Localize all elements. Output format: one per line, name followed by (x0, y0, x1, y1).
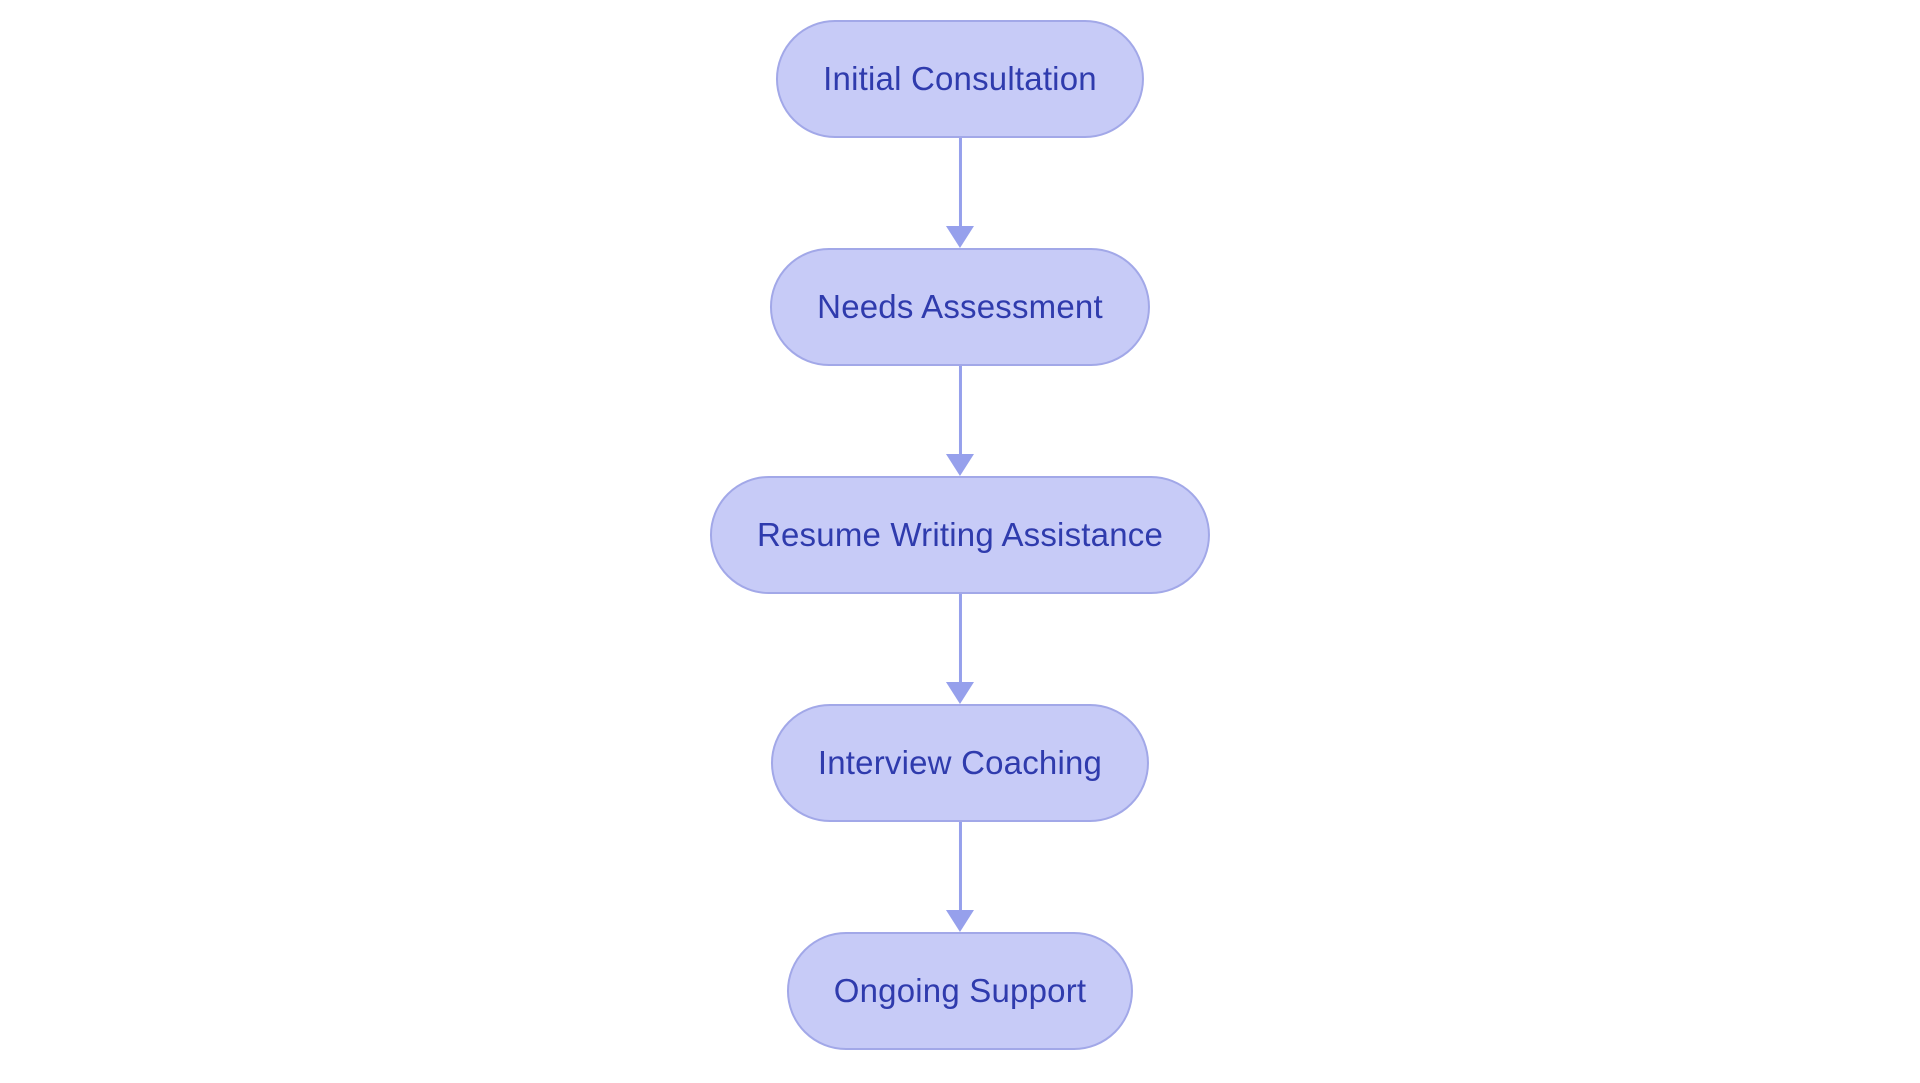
flow-node-resume-writing-assistance: Resume Writing Assistance (709, 476, 1211, 594)
flow-node-label: Needs Assessment (817, 288, 1103, 325)
arrow-down-icon (945, 822, 975, 932)
arrowhead-icon (945, 226, 974, 248)
arrow-down-icon (945, 138, 975, 248)
arrow-shaft (958, 822, 962, 911)
flow-node-needs-assessment: Needs Assessment (770, 248, 1150, 366)
arrowhead-icon (945, 454, 974, 476)
flow-node-ongoing-support: Ongoing Support (786, 932, 1134, 1050)
flow-node-label: Resume Writing Assistance (756, 516, 1164, 553)
flow-node-label: Initial Consultation (823, 60, 1097, 97)
arrow-shaft (958, 594, 962, 683)
arrow-shaft (958, 138, 962, 227)
arrowhead-icon (945, 910, 974, 932)
arrowhead-icon (945, 682, 974, 704)
flow-node-initial-consultation: Initial Consultation (776, 20, 1144, 138)
arrow-shaft (958, 366, 962, 455)
arrow-down-icon (945, 366, 975, 476)
arrow-down-icon (945, 594, 975, 704)
flow-node-label: Interview Coaching (817, 744, 1103, 781)
flowchart: Initial Consultation Needs Assessment Re… (709, 20, 1211, 1050)
flow-node-interview-coaching: Interview Coaching (770, 704, 1150, 822)
flow-node-label: Ongoing Support (833, 972, 1087, 1009)
